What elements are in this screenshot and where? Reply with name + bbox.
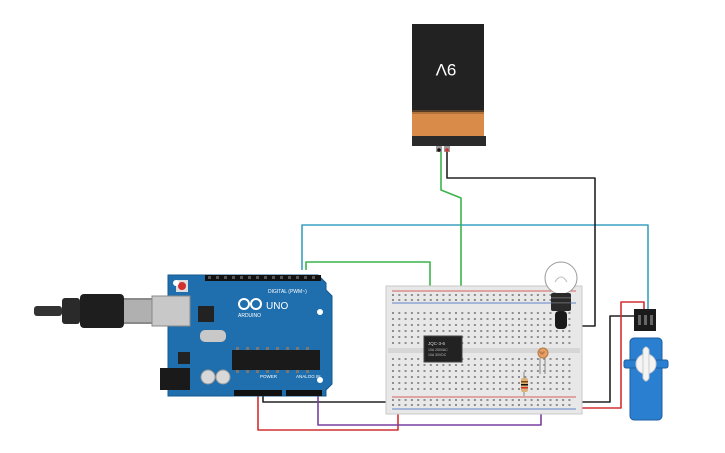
arduino-brand: ARDUINO [238,313,261,319]
arduino-logo-icon [238,298,262,310]
analog-header-label: ANALOG IN [296,374,321,379]
power-header-label: POWER [260,374,278,379]
resistor[interactable] [521,372,528,396]
wire-black-servo[interactable] [571,315,640,403]
usb-cable[interactable] [34,294,168,328]
digital-pins [208,276,315,279]
digital-header-label: DIGITAL (PWM~) [268,289,307,295]
wire-red-5v[interactable] [257,390,399,431]
photoresistor[interactable] [537,347,549,374]
relay-spec-1: 10A 250VAC [428,348,448,352]
wire-blue[interactable] [301,224,649,310]
wire-red-servo[interactable] [571,301,645,409]
wire-black-battery[interactable] [446,152,596,327]
breadboard[interactable] [385,285,583,415]
light-bulb[interactable] [544,261,578,329]
arduino-uno[interactable]: DIGITAL (PWM~) UNO ARDUINO POWER ANALOG … [151,274,333,397]
battery-label: 9V [435,60,456,79]
relay-spec-2: 10A 30VDC [428,353,447,357]
relay-part-label: JQC-3-6 [428,341,445,346]
arduino-model: UNO [266,301,288,312]
relay[interactable]: JQC-3-6 10A 250VAC 10A 30VDC [423,335,463,363]
battery-9v[interactable]: 9V [412,24,486,152]
servo-motor[interactable] [623,309,669,421]
wire-green-battery[interactable] [440,152,462,336]
